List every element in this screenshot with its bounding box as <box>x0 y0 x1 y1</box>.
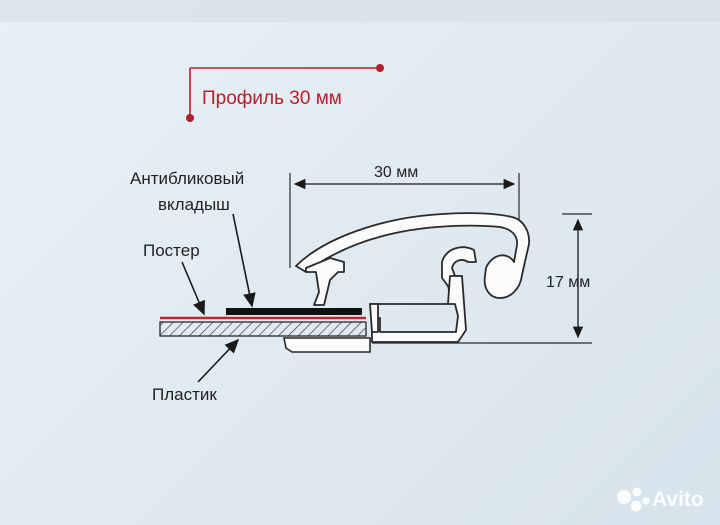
aluminium-profile <box>295 212 530 343</box>
callout-dot-bottom <box>186 114 194 122</box>
back-plate <box>283 337 371 353</box>
label-antiglare-line2: вкладыш <box>158 195 230 214</box>
label-plastic: Пластик <box>152 385 217 404</box>
plastic-layer <box>159 321 367 337</box>
avito-wordmark: Avito <box>652 488 704 511</box>
paper-edge <box>0 0 720 22</box>
diagram-title: Профиль 30 мм <box>202 88 342 109</box>
width-label: 30 мм <box>374 164 418 181</box>
leader-antiglare <box>232 213 256 308</box>
callout-dot-top <box>376 64 384 72</box>
label-poster: Постер <box>143 241 200 260</box>
avito-logo-icon <box>617 487 650 512</box>
height-label: 17 мм <box>546 274 590 291</box>
title-callout <box>186 64 384 122</box>
avito-watermark: Avito <box>617 487 704 512</box>
leader-plastic <box>197 338 240 383</box>
label-antiglare-line1: Антибликовый <box>130 169 244 188</box>
antiglare-insert <box>226 308 362 315</box>
dimension-height <box>372 213 592 344</box>
leader-poster <box>181 261 205 316</box>
